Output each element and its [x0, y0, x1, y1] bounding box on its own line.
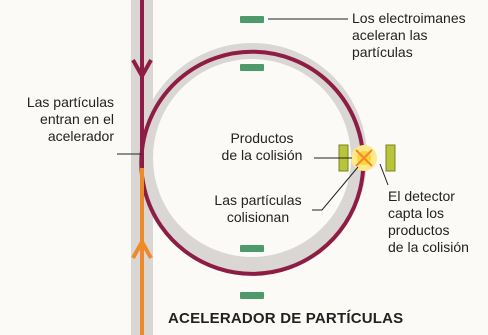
collision-spark-icon [355, 149, 373, 167]
label-particles-enter-line-3: acelerador [47, 128, 114, 144]
electromagnet-bottom-outer [240, 292, 264, 299]
label-detector: El detector capta los productos de la co… [388, 188, 486, 256]
electromagnet-top-inner [240, 64, 264, 71]
label-particles-collide-line-1: Las partículas [214, 192, 302, 208]
label-electromagnets-line-3: partículas [352, 44, 413, 60]
label-detector-line-2: capta los [388, 205, 445, 221]
label-collision-products-line-2: de la colisión [221, 147, 303, 163]
label-particles-collide: Las partículas colisionan [204, 192, 312, 226]
label-detector-line-3: productos [388, 222, 450, 238]
label-particles-enter-line-2: entran en el [40, 111, 114, 127]
label-particles-enter-line-1: Las partículas [26, 94, 114, 110]
particle-path-lower-ring [140, 49, 365, 168]
arrow-up-icon [131, 240, 153, 259]
label-electromagnets: Los electroimanes aceleran las partícula… [352, 10, 482, 61]
particle-path-upper [139, 0, 366, 276]
detector-right [385, 144, 396, 172]
label-particles-collide-line-2: colisionan [226, 209, 290, 225]
label-detector-line-4: de la colisión [388, 239, 469, 255]
leader-particles-collide [312, 166, 359, 211]
label-detector-line-1: El detector [388, 188, 455, 204]
label-collision-products: Productos de la colisión [210, 130, 314, 164]
diagram-title: ACELERADOR DE PARTÍCULAS [168, 310, 404, 327]
electromagnet-bottom-inner [240, 245, 264, 252]
label-electromagnets-line-2: aceleran las [352, 27, 428, 43]
electromagnet-top-outer [240, 16, 264, 23]
arrow-down-icon [131, 59, 153, 78]
label-particles-enter: Las partículas entran en el acelerador [2, 94, 114, 145]
label-electromagnets-line-1: Los electroimanes [352, 10, 466, 26]
label-collision-products-line-1: Productos [230, 130, 294, 146]
leader-detector [379, 163, 389, 186]
